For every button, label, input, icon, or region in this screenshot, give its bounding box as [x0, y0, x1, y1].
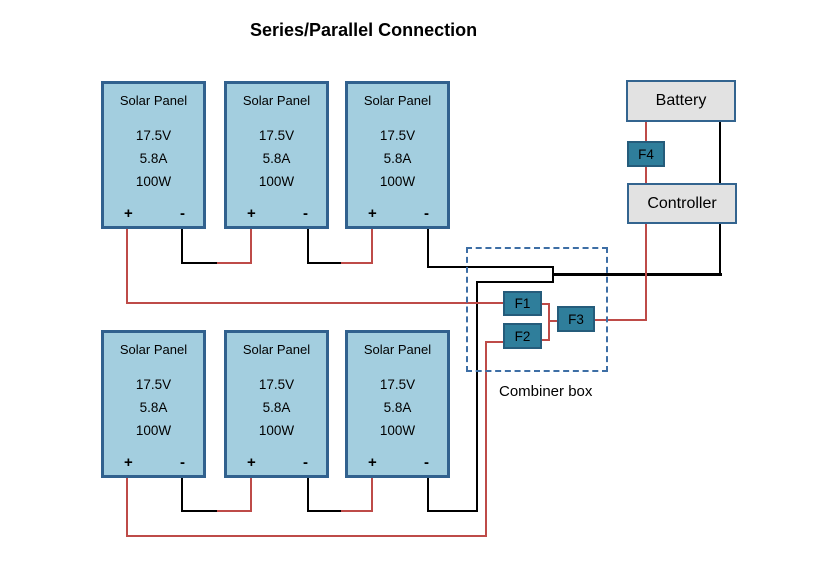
wire-red-bot-link2 [341, 510, 373, 512]
wire-black-top-p3-neg-drop [427, 229, 429, 268]
wire-red-f1-out [541, 303, 550, 305]
solar-panel-3: Solar Panel 17.5V 5.8A 100W + - [345, 81, 450, 229]
wire-black-bot-link2 [307, 510, 342, 512]
wire-red-battery-to-f4 [645, 121, 647, 142]
wire-black-top-link2 [307, 262, 342, 264]
panel-current: 5.8A [383, 151, 412, 166]
wire-black-top-p1-neg-drop [181, 229, 183, 264]
panel-title: Solar Panel [242, 342, 311, 357]
wire-black-top-string-run [427, 266, 554, 268]
combiner-box-label: Combiner box [499, 383, 593, 400]
solar-panel-2: Solar Panel 17.5V 5.8A 100W + - [224, 81, 329, 229]
fuse-f4-label: F4 [638, 146, 654, 162]
panel-title: Solar Panel [363, 93, 432, 108]
controller-box: Controller [627, 183, 737, 224]
panel-voltage: 17.5V [258, 377, 295, 392]
wire-red-into-f3 [548, 320, 558, 322]
panel-voltage: 17.5V [258, 128, 295, 143]
panel-title: Solar Panel [119, 93, 188, 108]
panel-voltage: 17.5V [135, 377, 172, 392]
battery-label: Battery [655, 92, 707, 109]
panel-current: 5.8A [262, 400, 291, 415]
wire-red-bot-string-run [126, 535, 487, 537]
wire-red-controller-drop [645, 224, 647, 321]
panel-current: 5.8A [383, 400, 412, 415]
panel-power: 100W [379, 174, 416, 189]
negative-terminal: - [424, 205, 429, 222]
wire-black-top-link1 [181, 262, 218, 264]
panel-voltage: 17.5V [379, 377, 416, 392]
wire-black-bot-link1 [181, 510, 218, 512]
panel-power: 100W [135, 174, 172, 189]
wire-black-bot-string-riser [476, 282, 478, 512]
wire-black-bot-p2-neg-drop [307, 476, 309, 512]
panel-power: 100W [379, 423, 416, 438]
solar-panel-5: Solar Panel 17.5V 5.8A 100W + - [224, 330, 329, 478]
wire-red-bot-p1-pos-drop [126, 476, 128, 537]
fuse-f2-label: F2 [514, 328, 531, 344]
positive-terminal: + [368, 205, 377, 222]
wire-red-top-p2-pos-rise [250, 229, 252, 264]
fuse-f2: F2 [503, 323, 542, 349]
wire-red-bot-p2-pos-rise [250, 476, 252, 512]
wire-red-top-p1-pos-drop [126, 229, 128, 304]
negative-terminal: - [303, 205, 308, 222]
positive-terminal: + [124, 205, 133, 222]
wire-black-bot-p3-neg-drop [427, 476, 429, 512]
combiner-box-outline [466, 247, 608, 372]
panel-power: 100W [258, 174, 295, 189]
panel-title: Solar Panel [119, 342, 188, 357]
wire-red-f2-out [541, 339, 550, 341]
wire-black-main-negative [552, 273, 722, 276]
fuse-f4: F4 [627, 141, 665, 167]
panel-voltage: 17.5V [135, 128, 172, 143]
battery-box: Battery [626, 80, 736, 122]
wire-red-bot-link1 [217, 510, 252, 512]
wire-red-f3-out [594, 319, 647, 321]
negative-terminal: - [303, 454, 308, 471]
wire-black-bot-string-to-junction [476, 281, 554, 283]
wire-red-top-string-run [126, 302, 504, 304]
wire-red-bot-string-riser [485, 341, 487, 537]
panel-title: Solar Panel [363, 342, 432, 357]
fuse-f1: F1 [503, 291, 542, 316]
wire-black-controller-drop [719, 224, 721, 276]
wire-red-top-link1 [217, 262, 252, 264]
positive-terminal: + [247, 205, 256, 222]
panel-voltage: 17.5V [379, 128, 416, 143]
fuse-f3: F3 [557, 306, 595, 332]
wire-black-top-p2-neg-drop [307, 229, 309, 264]
negative-terminal: - [424, 454, 429, 471]
panel-power: 100W [135, 423, 172, 438]
solar-panel-1: Solar Panel 17.5V 5.8A 100W + - [101, 81, 206, 229]
wire-red-f4-to-controller [645, 165, 647, 184]
panel-current: 5.8A [139, 151, 168, 166]
panel-title: Solar Panel [242, 93, 311, 108]
wire-black-bot-string-run [427, 510, 478, 512]
panel-current: 5.8A [262, 151, 291, 166]
positive-terminal: + [124, 454, 133, 471]
wire-red-into-f2 [485, 341, 504, 343]
controller-label: Controller [647, 194, 717, 212]
wire-red-top-link2 [341, 262, 373, 264]
panel-current: 5.8A [139, 400, 168, 415]
solar-panel-4: Solar Panel 17.5V 5.8A 100W + - [101, 330, 206, 478]
diagram-title: Series/Parallel Connection [250, 20, 478, 40]
panel-power: 100W [258, 423, 295, 438]
positive-terminal: + [247, 454, 256, 471]
positive-terminal: + [368, 454, 377, 471]
wire-red-bot-p3-pos-rise [371, 476, 373, 512]
negative-terminal: - [180, 454, 185, 471]
wire-red-f1-f2-merge [548, 303, 550, 341]
wire-black-battery-controller [719, 121, 721, 184]
fuse-f1-label: F1 [514, 296, 531, 311]
negative-terminal: - [180, 205, 185, 222]
wire-red-top-p3-pos-rise [371, 229, 373, 264]
fuse-f3-label: F3 [568, 311, 584, 327]
solar-panel-6: Solar Panel 17.5V 5.8A 100W + - [345, 330, 450, 478]
wire-black-bot-p1-neg-drop [181, 476, 183, 512]
